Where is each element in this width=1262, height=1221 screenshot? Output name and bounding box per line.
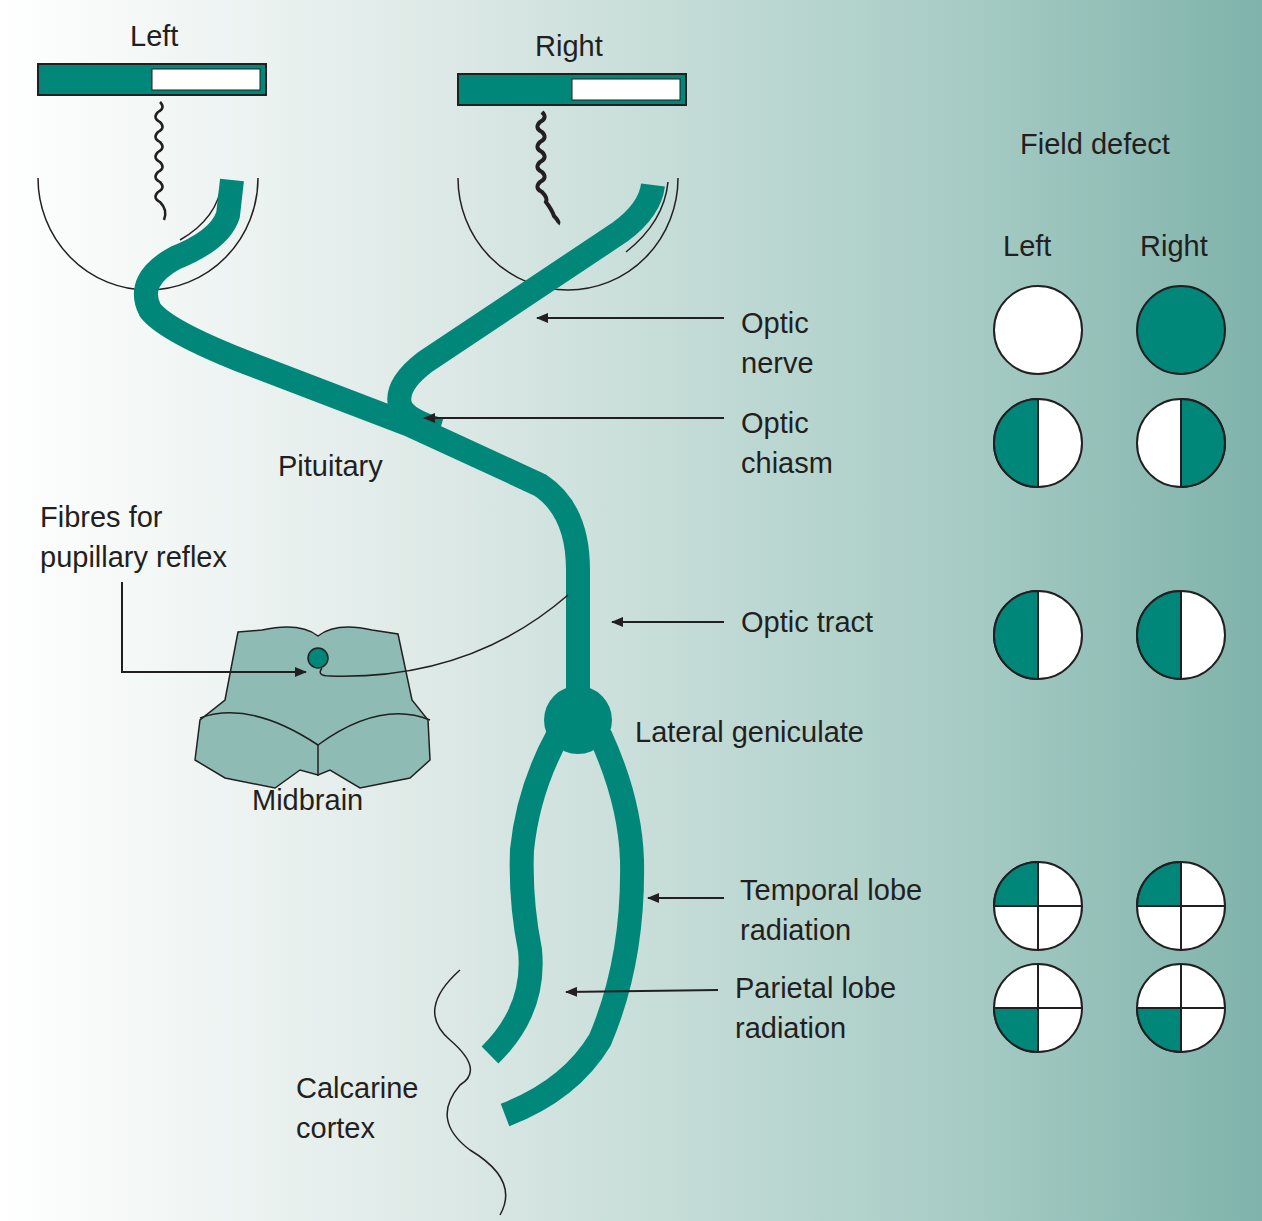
structure-label: Midbrain — [252, 780, 363, 820]
structure-label: Calcarine cortex — [296, 1068, 451, 1148]
structure-label: Optic chiasm — [741, 403, 861, 483]
structure-label: Optic nerve — [741, 303, 851, 383]
structure-label: Parietal lobe radiation — [735, 968, 940, 1048]
structure-label: Pituitary — [278, 446, 383, 486]
column-label: Right — [1140, 226, 1208, 266]
structure-label: Lateral geniculate — [635, 712, 864, 752]
eye-label: Left — [130, 16, 178, 56]
eye-label: Right — [535, 26, 603, 66]
heading: Field defect — [1020, 124, 1170, 164]
structure-label: Fibres for pupillary reflex — [40, 497, 275, 577]
column-label: Left — [1003, 226, 1051, 266]
structure-label: Temporal lobe radiation — [740, 870, 960, 950]
structure-label: Optic tract — [741, 602, 873, 642]
